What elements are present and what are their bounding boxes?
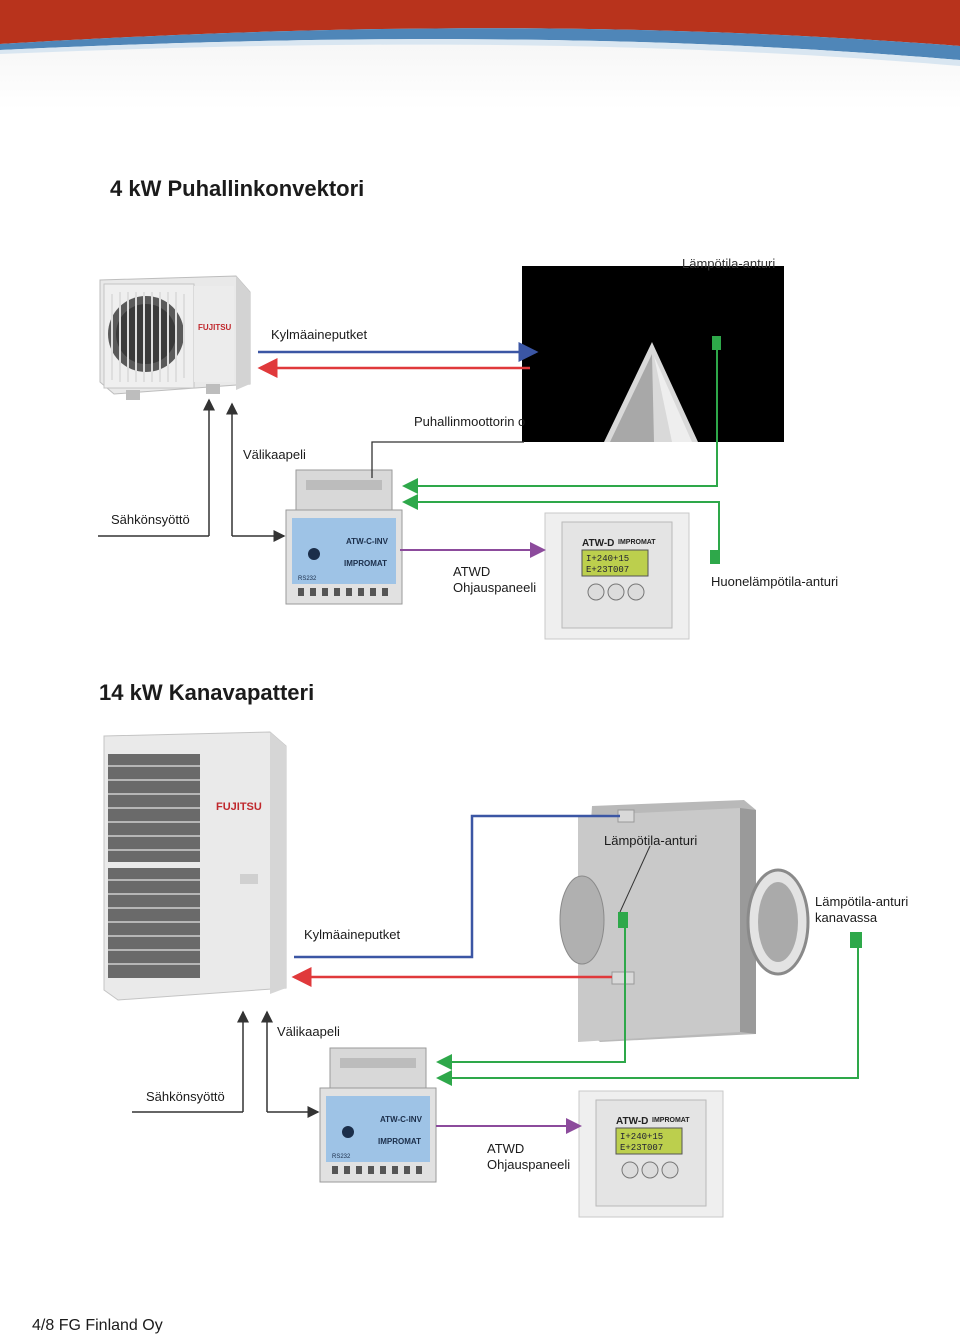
- brand-logo-large: FUJITSU: [216, 801, 262, 813]
- panel-brand-text: IMPROMAT: [618, 539, 656, 546]
- power-supply-label-2: Sähkönsyöttö: [146, 1089, 225, 1104]
- atwd-label-1-line2: Ohjauspaneeli: [453, 580, 537, 595]
- panel-lcd-line1: I+240+15: [586, 554, 629, 564]
- intermediate-cable-label-2: Välikaapeli: [277, 1024, 340, 1039]
- section2-title: 14 kW Kanavapatteri: [99, 680, 315, 705]
- panel-lcd-line2-2: E+23T007: [620, 1143, 663, 1153]
- room-sensor-cable: [402, 494, 720, 564]
- channel-sensor-cable: [436, 946, 859, 1086]
- temp-sensor-leader: [619, 845, 651, 913]
- outdoor-unit-small: FUJITSU: [99, 275, 251, 400]
- panel-model-text-2: ATW-D: [616, 1116, 648, 1127]
- controller-port-text-2: RS232: [332, 1154, 351, 1160]
- refrigerant-line-blue-2: [294, 814, 620, 959]
- controller-model-text: ATW-C-INV: [346, 537, 389, 546]
- channel-sensor-marker: [850, 932, 862, 948]
- fan-motor-cable: [371, 441, 524, 478]
- atwd-label-2-line2: Ohjauspaneeli: [487, 1157, 571, 1172]
- power-supply-label-1: Sähkönsyöttö: [111, 512, 190, 527]
- atwd-label-2-line1: ATWD: [487, 1141, 525, 1156]
- fan-grille: [108, 292, 185, 382]
- controller-brand-text: IMPROMAT: [344, 559, 387, 568]
- atw-d-panel-1: ATW-D IMPROMAT I+240+15 E+23T007: [544, 512, 690, 640]
- outdoor-unit-large: FUJITSU: [103, 731, 287, 1001]
- top-banner: [0, 0, 960, 110]
- section1-title: 4 kW Puhallinkonvektori: [110, 176, 365, 201]
- sensor-top-marker: [712, 336, 721, 350]
- panel-lcd-line1-2: I+240+15: [620, 1132, 663, 1142]
- atw-d-panel-2: ATW-D IMPROMAT I+240+15 E+23T007: [578, 1090, 724, 1218]
- controller-brand-text-2: IMPROMAT: [378, 1137, 421, 1146]
- duct-coil-unit: [559, 800, 810, 1042]
- panel-brand-text-2: IMPROMAT: [652, 1117, 690, 1124]
- temp-sensor-label-2: Lämpötila-anturi: [604, 833, 698, 848]
- refrigerant-pipes-label-1: Kylmäaineputket: [271, 327, 368, 342]
- atw-c-inv-controller-1: ATW-C-INV IMPROMAT RS232: [285, 469, 403, 605]
- atw-c-inv-controller-2: ATW-C-INV IMPROMAT RS232: [319, 1047, 437, 1183]
- intermediate-cable-label-1: Välikaapeli: [243, 447, 306, 462]
- duct-sensor-cable: [436, 916, 626, 1070]
- temp-sensor-label-top: Lämpötila-anturi: [682, 256, 776, 271]
- fan-motor-label: Puhallinmoottorin o: [414, 414, 526, 429]
- wiring-diagram-1: [98, 336, 721, 564]
- duct-sensor-label-line1: Lämpötila-anturi: [815, 894, 909, 909]
- brand-logo: FUJITSU: [198, 323, 232, 332]
- panel-model-text: ATW-D: [582, 538, 614, 549]
- sensor-top-cable: [402, 340, 718, 494]
- atwd-label-1-line1: ATWD: [453, 564, 491, 579]
- controller-model-text-2: ATW-C-INV: [380, 1115, 423, 1124]
- fan-coil-image: [522, 266, 784, 442]
- duct-sensor-marker: [618, 912, 628, 928]
- refrigerant-pipes-label-2: Kylmäaineputket: [304, 927, 401, 942]
- controller-port-text: RS232: [298, 576, 317, 582]
- page-footer: 4/8 FG Finland Oy: [32, 1317, 163, 1334]
- room-sensor-marker: [710, 550, 720, 564]
- duct-sensor-label-line2: kanavassa: [815, 910, 878, 925]
- panel-lcd-line2: E+23T007: [586, 565, 629, 575]
- room-sensor-label: Huonelämpötila-anturi: [711, 574, 839, 589]
